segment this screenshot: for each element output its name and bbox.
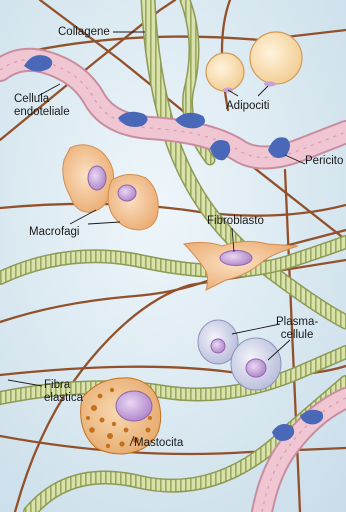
label-cellula-endoteliale: Cellula endoteliale	[14, 93, 70, 119]
label-cellula-line1: Cellula	[14, 93, 70, 106]
fibroblast-nucleus	[220, 251, 252, 266]
label-fibra-line2: elastica	[44, 392, 83, 405]
macrophage-2-nucleus	[118, 185, 136, 201]
label-collagene: Collagene	[58, 26, 110, 39]
label-pericito: Pericito	[305, 155, 343, 168]
label-adipociti: Adipociti	[226, 100, 269, 113]
adipocyte-nucleus	[264, 82, 276, 87]
label-macrofagi: Macrofagi	[29, 226, 80, 239]
label-mastocita: Mastocita	[134, 437, 183, 450]
macrophage-1-nucleus	[88, 166, 106, 190]
label-fibroblasto: Fibroblasto	[207, 215, 264, 228]
label-fibra-elastica: Fibra elastica	[44, 379, 83, 405]
plasma-cell-2-nucleus	[246, 359, 266, 377]
label-plasma-line2: cellule	[276, 329, 318, 342]
label-plasma-line1: Plasma-	[276, 316, 318, 329]
label-cellula-line2: endoteliale	[14, 106, 70, 119]
mast-cell-nucleus	[116, 391, 152, 421]
adipocyte-small	[206, 53, 244, 91]
adipocyte-large	[250, 32, 302, 84]
label-plasmacellule: Plasma- cellule	[276, 316, 318, 342]
plasma-cell-1-nucleus	[211, 339, 225, 353]
label-fibra-line1: Fibra	[44, 379, 83, 392]
